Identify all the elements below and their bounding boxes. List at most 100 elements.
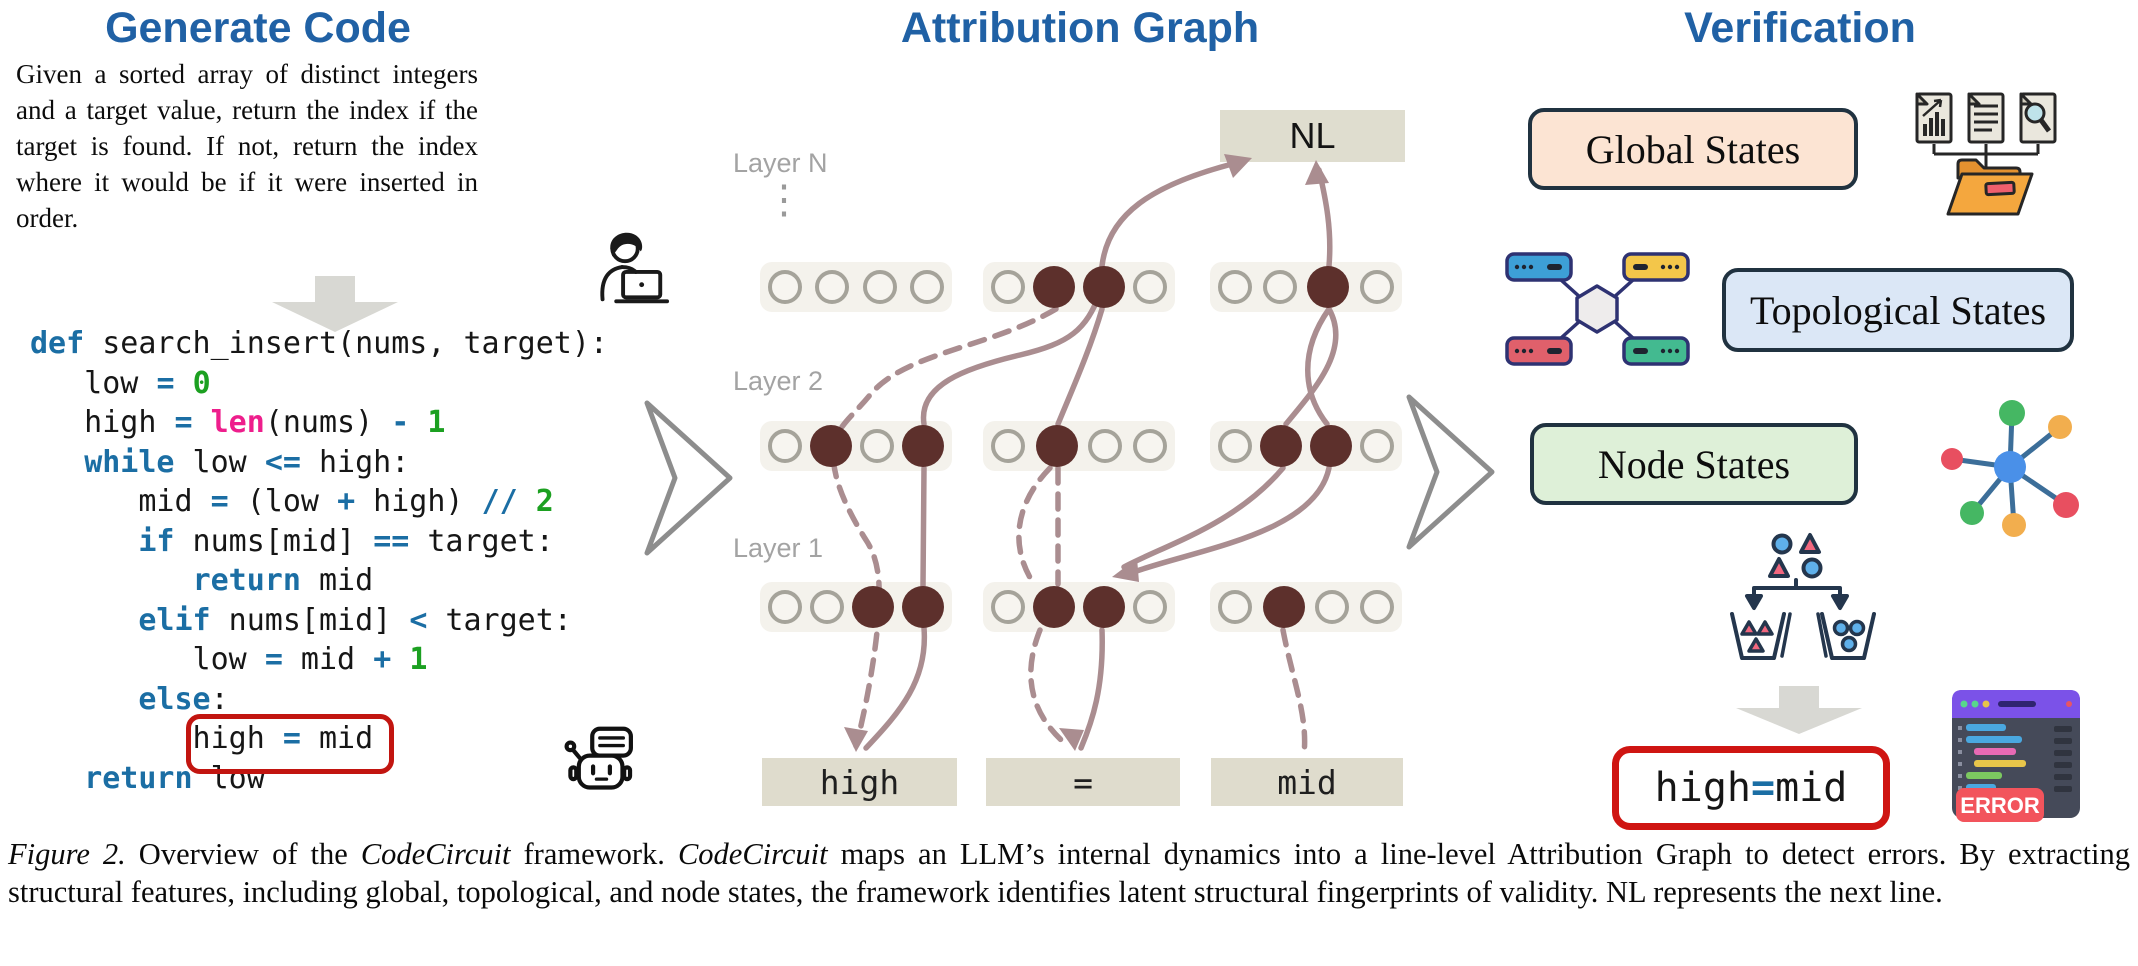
- graph-node-inactive: [1133, 270, 1167, 304]
- graph-node-inactive: [1359, 590, 1394, 624]
- panel-chevron-left-icon: [644, 400, 733, 556]
- error-badge-label: ERROR: [1960, 793, 2040, 818]
- graph-node-active: [1083, 266, 1125, 308]
- code-token: (low: [228, 484, 338, 519]
- node-states-box: Node States: [1530, 423, 1858, 505]
- node-group-circles: [1210, 421, 1402, 471]
- graph-node-inactive: [768, 429, 802, 463]
- token-box-equals: =: [986, 758, 1180, 806]
- code-token: search_insert(nums, target):: [84, 326, 608, 361]
- code-token: def: [30, 326, 85, 361]
- graph-node-inactive: [1132, 429, 1167, 463]
- figure-caption: Figure 2. Overview of the CodeCircuit fr…: [8, 836, 2130, 911]
- code-token: [30, 524, 138, 559]
- node-group-circles: [983, 421, 1175, 471]
- code-token: mid: [300, 563, 374, 598]
- graph-node-inactive: [860, 429, 894, 463]
- code-token: 1: [427, 405, 446, 440]
- code-token: [30, 761, 84, 796]
- problem-statement: Given a sorted array of distinct integer…: [16, 59, 478, 233]
- code-token: :: [210, 681, 229, 717]
- node-group-circles: [1210, 262, 1402, 312]
- node-group-circles: [760, 582, 952, 632]
- graph-node-inactive: [1360, 429, 1394, 463]
- code-token: =: [1750, 765, 1776, 811]
- layers-ellipsis: ⋮: [764, 178, 804, 222]
- caption-text: framework.: [510, 837, 678, 871]
- graph-node-inactive: [1218, 270, 1252, 304]
- graph-node-inactive: [810, 590, 844, 624]
- code-token: high: [30, 405, 175, 440]
- code-token: mid: [30, 484, 211, 519]
- code-block: def search_insert(nums, target): low = 0…: [30, 324, 608, 798]
- code-line: elif nums[mid] < target:: [30, 601, 608, 641]
- code-token: //: [481, 484, 518, 519]
- next-line-box: NL: [1220, 110, 1405, 162]
- code-line: if nums[mid] == target:: [30, 522, 608, 562]
- left-panel-title: Generate Code: [105, 4, 411, 52]
- code-token: 0: [192, 365, 211, 401]
- code-token: len: [210, 405, 265, 440]
- code-token: [30, 682, 138, 717]
- code-token: low: [192, 760, 265, 796]
- code-token: (nums): [264, 405, 392, 440]
- caption-text: CodeCircuit: [360, 837, 511, 871]
- node-group-circles: [983, 582, 1175, 632]
- code-line: else:: [30, 680, 608, 720]
- code-token: mid: [282, 642, 374, 677]
- graph-node-active: [902, 425, 944, 467]
- code-token: else: [138, 681, 211, 717]
- code-token: low: [30, 642, 265, 677]
- code-token: +: [373, 642, 392, 677]
- caption-text: maps an LLM’s internal dynamics into a l…: [8, 837, 2130, 909]
- graph-node-active: [1035, 425, 1078, 467]
- layer-1-label: Layer 1: [733, 533, 824, 563]
- code-line: mid = (low + high) // 2: [30, 482, 608, 522]
- global-states-box: Global States: [1528, 108, 1858, 190]
- code-token: =: [156, 365, 175, 401]
- graph-node-inactive: [909, 270, 944, 304]
- graph-node-active: [1262, 586, 1305, 628]
- code-line: low = mid + 1: [30, 640, 608, 680]
- code-line: low = 0: [30, 364, 608, 404]
- topological-states-box: Topological States: [1722, 268, 2074, 352]
- robot-icon: [564, 726, 633, 790]
- code-token: [30, 445, 84, 480]
- graph-node-inactive: [815, 270, 850, 304]
- graph-node-inactive: [768, 590, 802, 624]
- code-token: if: [138, 523, 175, 559]
- middle-panel-title: Attribution Graph: [900, 4, 1260, 52]
- graph-node-active: [810, 425, 852, 467]
- code-token: =: [282, 721, 301, 756]
- graph-node-inactive: [991, 429, 1025, 463]
- graph-node-active: [1083, 586, 1125, 628]
- node-group-circles: [1210, 582, 1402, 632]
- graph-node-inactive: [1218, 590, 1252, 624]
- code-token: return: [192, 563, 301, 598]
- node-group-circles: [760, 262, 952, 312]
- graph-node-active: [1307, 266, 1350, 308]
- code-token: ==: [373, 523, 410, 559]
- node-group-circles: [760, 421, 952, 471]
- code-token: 1: [409, 642, 428, 677]
- code-token: return: [84, 760, 193, 796]
- code-token: target:: [427, 602, 572, 638]
- code-token: high: [1654, 765, 1751, 811]
- code-line: return low: [30, 759, 608, 799]
- code-token: while: [84, 444, 175, 480]
- hub-graph-icon: [1941, 400, 2079, 537]
- token-box-mid: mid: [1211, 758, 1403, 806]
- code-token: target:: [409, 523, 554, 559]
- graph-node-inactive: [991, 270, 1025, 304]
- graph-node-inactive: [1315, 590, 1350, 624]
- layer-n-label: Layer N: [733, 148, 828, 178]
- code-token: high): [355, 484, 482, 519]
- code-token: high:: [300, 444, 410, 480]
- token-box-high: high: [762, 758, 957, 806]
- code-line: while low <= high:: [30, 443, 608, 483]
- graph-node-inactive: [1088, 429, 1123, 463]
- code-token: low: [174, 444, 265, 480]
- node-group-circles: [983, 262, 1175, 312]
- code-token: mid: [300, 721, 374, 756]
- code-token: nums[mid]: [210, 602, 410, 638]
